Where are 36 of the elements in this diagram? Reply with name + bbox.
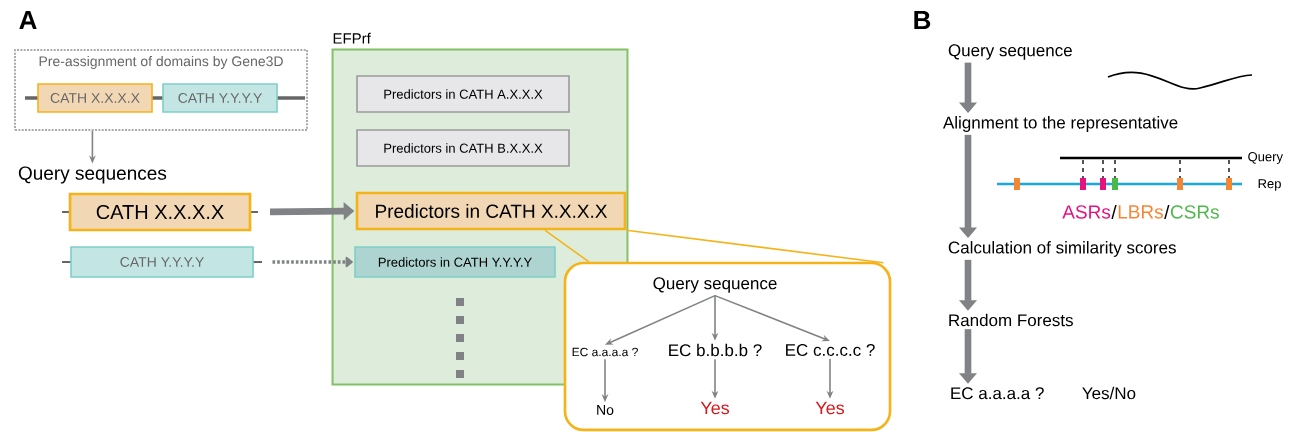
step-text: Alignment to the representative <box>942 116 1178 132</box>
tree-root-text: Query sequence <box>653 277 777 293</box>
step-text: Random Forests <box>949 313 1073 327</box>
predictor-box: Predictors in CATH B.X.X.X <box>356 129 570 167</box>
arrow <box>714 294 830 342</box>
panel-label: A <box>19 11 37 29</box>
region-type-label: CSRs <box>1170 205 1219 219</box>
predictor-box: Predictors in CATH A.X.X.X <box>356 75 570 113</box>
class-question-text: EC b.b.b.b ? <box>669 343 762 357</box>
arrow <box>605 294 716 345</box>
class-question-text: EC c.c.c.c ? <box>786 343 875 356</box>
domain-box: CATH X.X.X.X <box>68 192 252 232</box>
track-label: Query <box>1248 152 1283 164</box>
step-text: Calculation of similarity scores <box>948 241 1176 257</box>
panel-label: B <box>914 11 931 29</box>
domain-box: CATH Y.Y.Y.Y <box>162 83 278 113</box>
class-question-text: EC a.a.a.a ? <box>572 347 638 357</box>
region-type-label: / <box>1111 205 1117 219</box>
step-text: Query sequence <box>948 44 1072 60</box>
domain-box: CATH X.X.X.X <box>37 83 153 113</box>
predictor-box: Predictors in CATH X.X.X.X <box>355 191 627 231</box>
node-label: EFPrf <box>333 32 371 44</box>
answer-text: No <box>597 405 614 415</box>
domain-box: CATH Y.Y.Y.Y <box>70 246 254 278</box>
answer-text: Yes <box>815 401 845 415</box>
zoom-callout-box <box>563 261 892 432</box>
region-type-label: / <box>1164 205 1170 219</box>
answer-text: Yes <box>700 401 730 415</box>
leader-line <box>625 229 885 264</box>
step-text: EC a.a.a.a ? Yes/No <box>951 386 1136 400</box>
track-label: Rep <box>1258 179 1281 191</box>
region-type-label: LBRs <box>1118 205 1163 219</box>
arrow <box>272 256 353 268</box>
section-heading: Query sequences <box>18 166 167 184</box>
predictor-box: Predictors in CATH Y.Y.Y.Y <box>354 246 556 278</box>
region-type-label: ASRs <box>1062 205 1111 219</box>
